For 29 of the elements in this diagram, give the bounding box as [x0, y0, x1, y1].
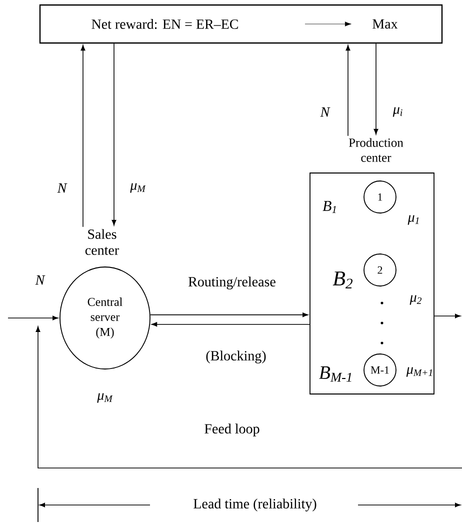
buffer-label: B$_{M-1}$	[319, 366, 352, 382]
production-center-label: Production center	[348, 138, 404, 162]
rate-label: μ$_{M+1}$	[406, 367, 432, 377]
sales-center-label: Sales center	[85, 229, 119, 255]
dimension-label: Lead time (reliability)	[194, 498, 316, 512]
arrow	[150, 312, 308, 318]
edge-label: (Blocking)	[204, 350, 268, 364]
arrow	[346, 44, 350, 136]
arrow	[374, 43, 378, 135]
arrow	[151, 322, 310, 327]
edge-label: N	[319, 106, 331, 118]
target-text: Max	[372, 19, 398, 29]
buffer-label: B$_{2}$	[332, 272, 352, 288]
formula-text: Net reward: EN = ER–EC	[92, 19, 238, 29]
arrow	[112, 43, 116, 226]
edge-label: N	[34, 274, 46, 286]
arrow	[36, 326, 462, 468]
edge-label: N	[56, 182, 68, 194]
edge-label: Feed loop	[203, 422, 261, 438]
edge-label: μ$_{i}$	[392, 106, 404, 118]
edge-label: Routing/release	[187, 276, 277, 290]
arrow	[434, 314, 461, 318]
buffer-label: B$_{1}$	[322, 201, 336, 213]
rate-label: μ$_{1}$	[408, 215, 419, 225]
edge-label: μ$_{M}$	[129, 182, 147, 194]
rate-label: μ$_{M}$	[97, 393, 113, 403]
arrow	[8, 316, 58, 320]
arrow	[80, 44, 86, 228]
rate-label: μ$_{2}$	[410, 295, 422, 305]
